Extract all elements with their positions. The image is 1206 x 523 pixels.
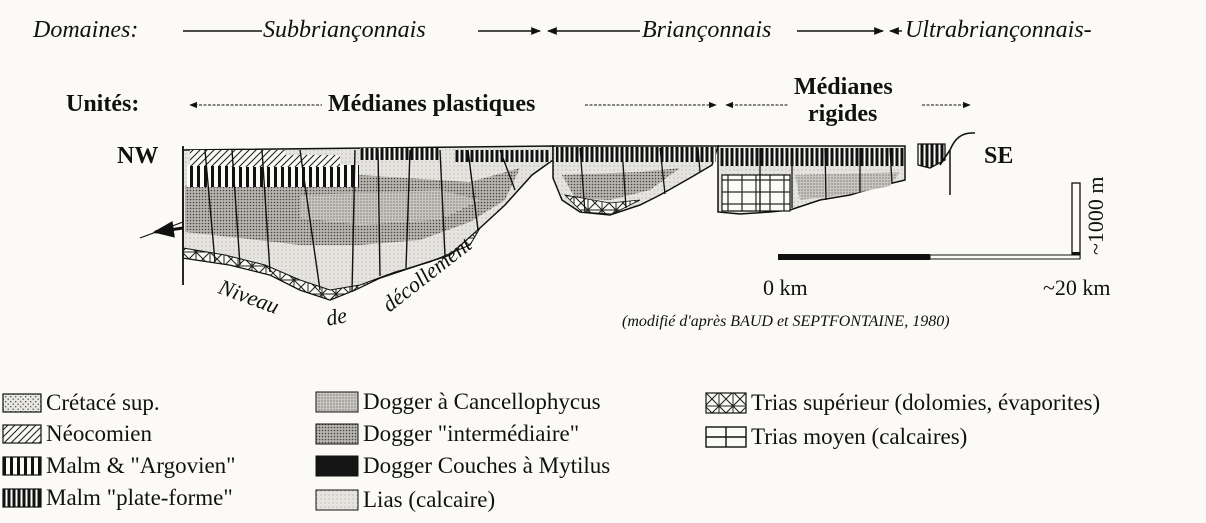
- unit-medianes-rigides-line1: Médianes: [794, 74, 893, 101]
- legend-item-dogger-intermediaire: Dogger "intermédiaire": [315, 421, 579, 447]
- scale-start-label: 0 km: [763, 275, 808, 301]
- legend-item-malm-plateforme: Malm "plate-forme": [2, 485, 233, 511]
- source-citation: (modifié d'après BAUD et SEPTFONTAINE, 1…: [622, 313, 950, 331]
- dogger-mytilus-swatch-icon: [315, 455, 359, 477]
- legend-item-malm-argovien: Malm & "Argovien": [2, 453, 236, 479]
- legend-item-neocomien: Néocomien: [2, 421, 152, 447]
- legend-item-lias: Lias (calcaire): [315, 487, 495, 513]
- legend-item-dogger-cancellophycus: Dogger à Cancellophycus: [315, 389, 601, 415]
- decollement-word-2: de: [324, 302, 349, 331]
- unit-medianes-rigides-line2: rigides: [808, 101, 877, 128]
- cross-section: [140, 133, 975, 300]
- legend-item-trias-moyen: Trias moyen (calcaires): [705, 424, 967, 450]
- dogger-intermediaire-swatch-icon: [315, 423, 359, 445]
- legend-item-trias-sup: Trias supérieur (dolomies, évaporites): [705, 390, 1100, 416]
- trias-sup-swatch-icon: [705, 392, 747, 414]
- dogger-cancellophycus-swatch-icon: [315, 391, 359, 413]
- unit-medianes-plastiques: Médianes plastiques: [328, 91, 535, 118]
- legend-item-dogger-mytilus: Dogger Couches à Mytilus: [315, 453, 610, 479]
- domain-brianconnais: Briançonnais: [642, 17, 771, 44]
- orientation-se: SE: [984, 143, 1013, 170]
- units-label: Unités:: [66, 91, 139, 118]
- neocomien-swatch-icon: [2, 424, 42, 444]
- rigid-block-trias-moyen: [722, 175, 790, 211]
- domain-subbrianconnais: Subbriançonnais: [263, 17, 426, 44]
- domain-ultrabrianconnais: Ultrabriançonnais-: [905, 17, 1092, 44]
- malm-argovien-swatch-icon: [2, 456, 42, 476]
- lias-swatch-icon: [315, 489, 359, 511]
- scale-end-label: ~20 km: [1043, 275, 1111, 301]
- domains-label: Domaines:: [33, 17, 138, 44]
- west-block-malm: [187, 165, 359, 187]
- legend-item-cretace: Crétacé sup.: [2, 390, 160, 416]
- orientation-nw: NW: [117, 143, 158, 170]
- cretace-swatch-icon: [2, 393, 42, 413]
- trias-moyen-swatch-icon: [705, 426, 747, 448]
- malm-plateforme-swatch-icon: [2, 488, 42, 508]
- scale-vertical-label: ~1000 m: [1083, 176, 1109, 255]
